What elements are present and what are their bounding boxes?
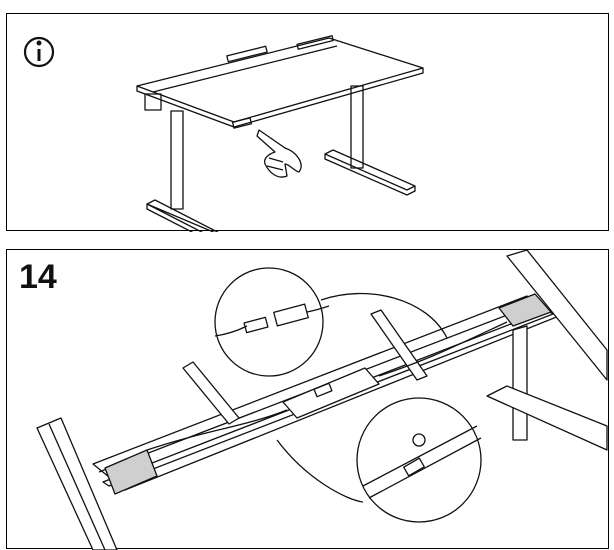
frame-illustration <box>7 250 610 550</box>
desk-illustration <box>7 14 610 232</box>
info-panel <box>6 13 609 231</box>
info-circle-icon <box>25 38 53 66</box>
step-number: 14 <box>19 258 57 296</box>
step-panel: 14 <box>6 249 610 550</box>
